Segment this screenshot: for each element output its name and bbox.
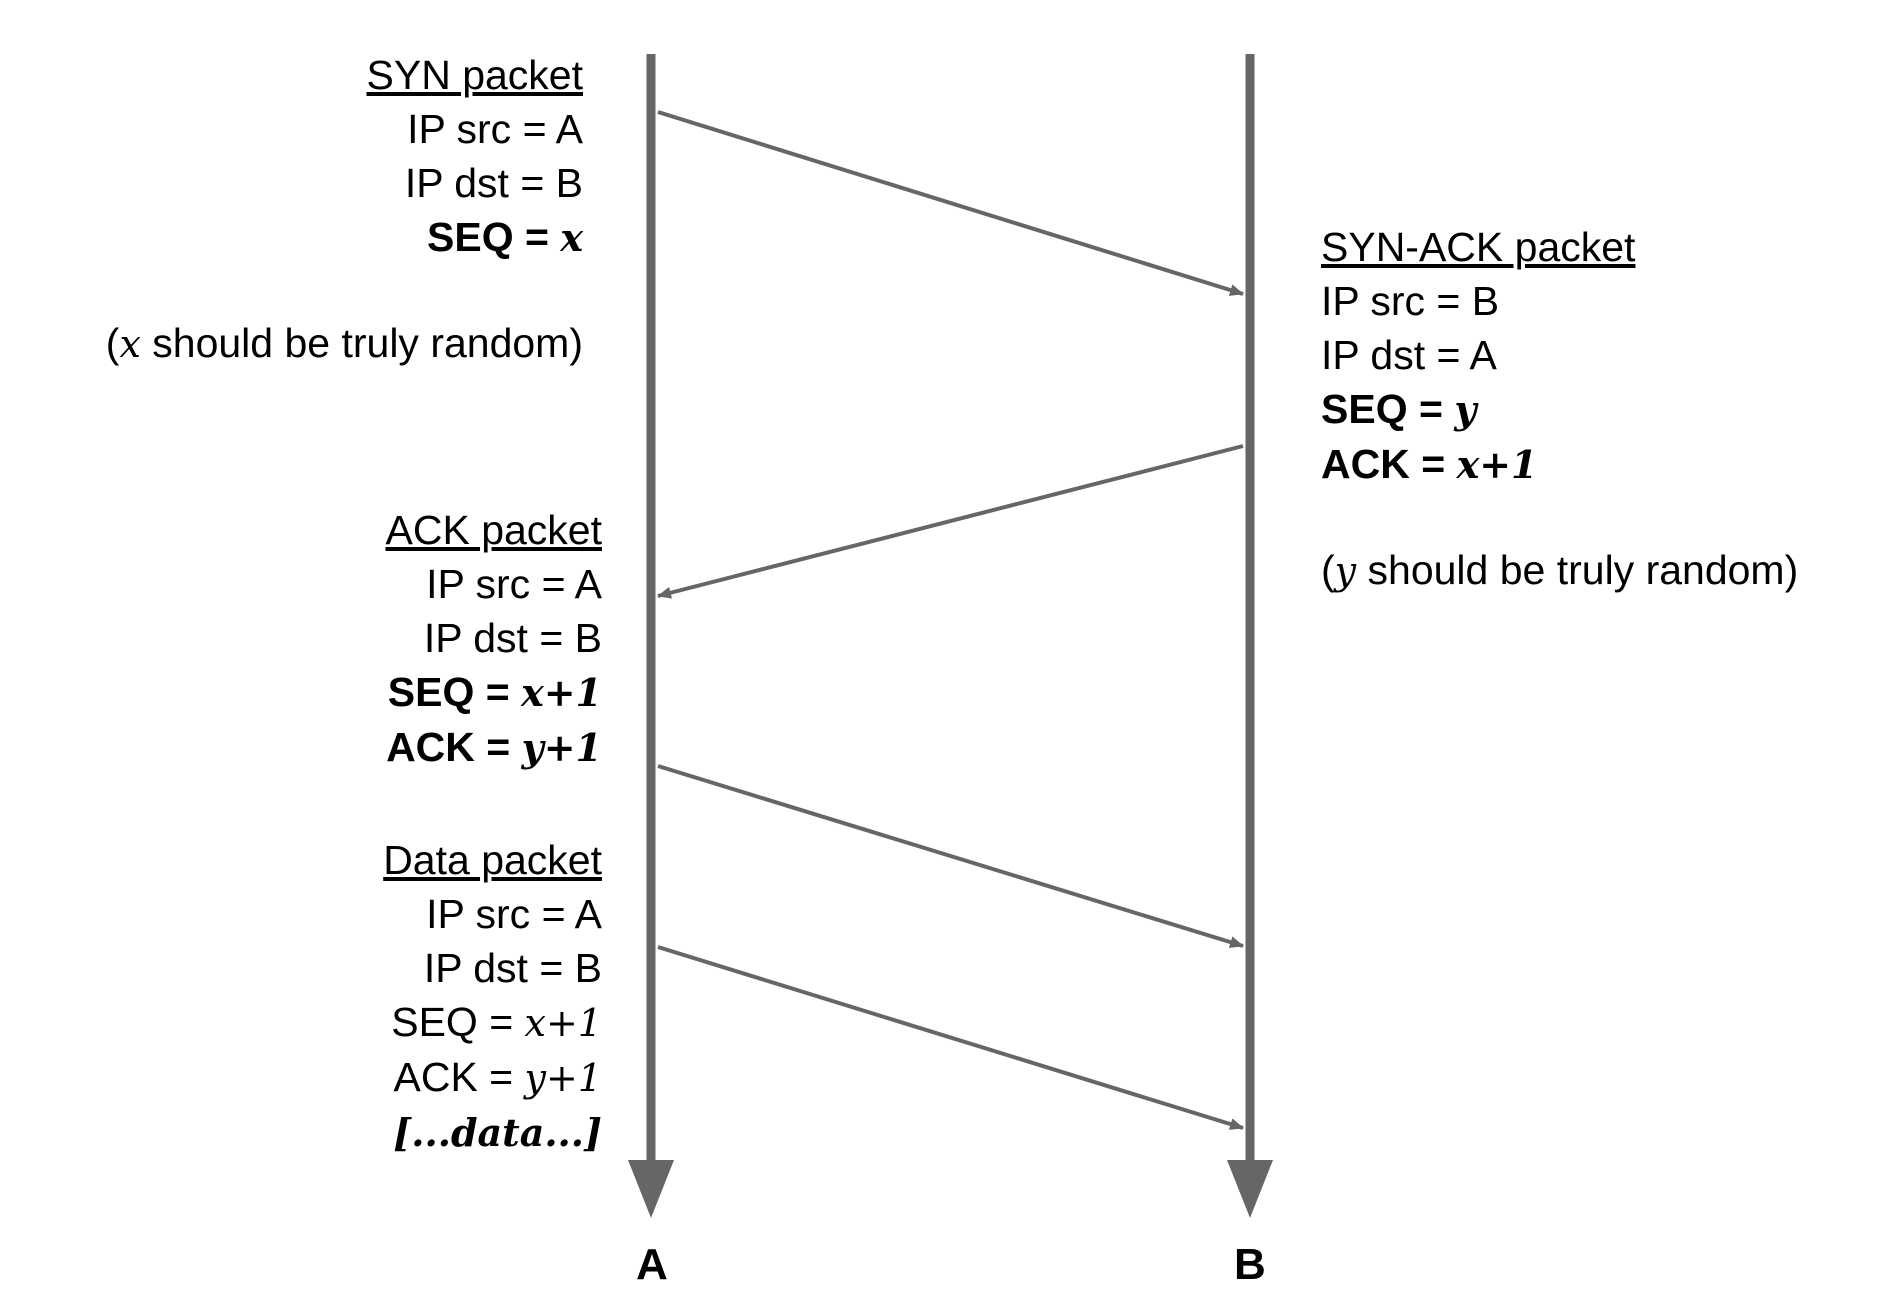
syn-seq-prefix: SEQ = — [427, 214, 561, 260]
data-ack-var: y+1 — [524, 1056, 602, 1100]
syn-arrow — [657, 110, 1244, 296]
ack-packet-title: ACK packet — [385, 507, 603, 553]
syn-ack-note-open: ( — [1321, 547, 1335, 593]
ack-ip-dst: IP dst = B — [423, 615, 602, 661]
host-a-label: A — [636, 1240, 668, 1289]
data-arrow — [657, 945, 1244, 1130]
syn-ack-random-note: (y should be truly random) — [1321, 543, 1798, 598]
syn-ack-seq: SEQ = y — [1321, 382, 1635, 437]
syn-ack-ip-dst: IP dst = A — [1321, 332, 1497, 378]
ack-ack-var: y+1 — [521, 725, 602, 770]
ack-ack: ACK = y+1 — [386, 720, 602, 775]
ack-arrow — [657, 764, 1244, 948]
data-ip-src: IP src = A — [426, 891, 602, 937]
syn-ack-note-text: should be truly random) — [1356, 547, 1799, 593]
ack-seq-var: x+1 — [521, 670, 602, 715]
ack-seq-prefix: SEQ = — [387, 669, 522, 715]
data-payload-text: [...data...] — [393, 1110, 602, 1155]
syn-ack-ack: ACK = x+1 — [1321, 437, 1635, 492]
data-ack: ACK = y+1 — [383, 1050, 602, 1105]
ack-ack-prefix: ACK = — [386, 724, 522, 770]
syn-ack-ack-prefix: ACK = — [1321, 441, 1457, 487]
syn-ack-packet-title: SYN-ACK packet — [1321, 224, 1636, 270]
syn-ack-note-var: y — [1334, 549, 1357, 593]
timeline-b-arrowhead — [1227, 1160, 1273, 1218]
syn-random-note: (x should be truly random) — [106, 316, 583, 371]
syn-ack-seq-var: y — [1454, 387, 1477, 432]
syn-ip-src: IP src = A — [407, 106, 583, 152]
data-packet-block: Data packet IP src = A IP dst = B SEQ = … — [383, 833, 602, 1160]
syn-packet-block: SYN packet IP src = A IP dst = B SEQ = x — [367, 48, 584, 265]
ack-ip-src: IP src = A — [426, 561, 602, 607]
ack-packet-block: ACK packet IP src = A IP dst = B SEQ = x… — [386, 503, 603, 775]
syn-ack-ack-var: x+1 — [1456, 442, 1538, 487]
data-packet-title: Data packet — [383, 837, 602, 883]
data-seq-prefix: SEQ = — [391, 999, 525, 1045]
syn-note-var: x — [119, 322, 141, 366]
data-seq-var: x+1 — [524, 1001, 602, 1045]
ack-seq: SEQ = x+1 — [386, 665, 602, 720]
syn-note-open: ( — [105, 320, 120, 366]
syn-ack-note-line: (y should be truly random) — [1321, 543, 1798, 598]
timeline-a-arrowhead — [628, 1160, 674, 1218]
data-ack-prefix: ACK = — [393, 1054, 525, 1100]
syn-note-text: should be truly random) — [140, 320, 583, 366]
syn-ack-packet-block: SYN-ACK packet IP src = B IP dst = A SEQ… — [1321, 220, 1635, 492]
data-payload: [...data...] — [383, 1105, 602, 1160]
syn-ack-seq-prefix: SEQ = — [1321, 386, 1455, 432]
syn-ack-ip-src: IP src = B — [1321, 278, 1500, 324]
syn-seq-var: x — [560, 215, 583, 260]
syn-seq: SEQ = x — [367, 210, 583, 265]
syn-note-line: (x should be truly random) — [106, 316, 583, 371]
syn-packet-title: SYN packet — [366, 52, 584, 98]
data-ip-dst: IP dst = B — [423, 945, 602, 991]
host-b-label: B — [1234, 1240, 1266, 1289]
syn-ack-arrow — [657, 444, 1244, 599]
syn-ip-dst: IP dst = B — [404, 160, 583, 206]
data-seq: SEQ = x+1 — [383, 995, 602, 1050]
